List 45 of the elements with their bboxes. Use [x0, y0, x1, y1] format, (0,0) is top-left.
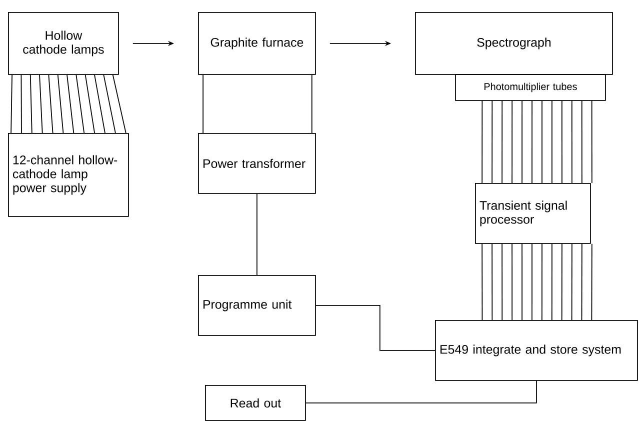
connector-line [502, 100, 503, 184]
connector-line [66, 74, 74, 134]
process-box: Spectrograph [415, 12, 613, 75]
process-box: Transient signal processor [475, 183, 591, 244]
connector-line [311, 74, 312, 134]
connector-line [581, 243, 582, 320]
connector-line [591, 243, 592, 320]
connector-line [48, 74, 54, 134]
connector-line [492, 243, 493, 320]
connector-line [512, 100, 513, 184]
process-box: Graphite furnace [198, 12, 316, 75]
connector-line [30, 74, 32, 134]
connector-line [39, 74, 43, 134]
connector-line [561, 243, 562, 320]
connector-line [492, 100, 493, 184]
process-box: Programme unit [198, 275, 316, 336]
connector-line [591, 100, 592, 184]
connector-line [561, 100, 562, 184]
connector-line [10, 74, 12, 134]
connector-line [541, 243, 542, 320]
connector-line [20, 74, 22, 134]
connector-line [581, 100, 582, 184]
connector-line [112, 74, 126, 134]
connector-line [202, 74, 204, 134]
connector-line [76, 74, 85, 134]
process-box: Hollow cathode lamps [8, 12, 119, 75]
connector-line [84, 74, 95, 134]
connector-line [571, 100, 572, 184]
connector-line [482, 100, 483, 184]
connector-line [502, 243, 503, 320]
connector-line [94, 74, 106, 134]
connector-line [305, 380, 537, 404]
connector-line [482, 243, 483, 320]
process-box: Read out [205, 385, 306, 421]
process-box: Power transformer [198, 133, 316, 194]
connector-line [256, 193, 258, 276]
connector-line [315, 305, 436, 351]
connector-line [571, 243, 572, 320]
connector-line [551, 243, 552, 320]
connector-line [103, 74, 116, 134]
connector-line [57, 74, 64, 134]
process-box: 12-channel hollow-cathode lamp power supply [8, 133, 129, 217]
connector-line [512, 243, 513, 320]
process-box: Photomultiplier tubes [455, 74, 606, 101]
process-box: E549 integrate and store system [435, 320, 638, 381]
